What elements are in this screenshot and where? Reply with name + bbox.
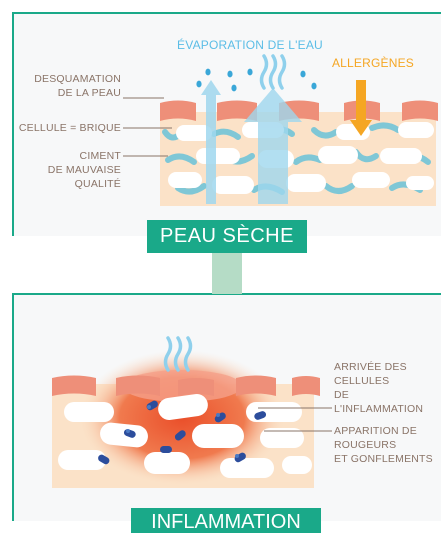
inflammation-diagram — [52, 338, 332, 488]
dry-skin-banner: PEAU SÈCHE — [147, 220, 307, 253]
allergens-label: ALLERGÈNES — [318, 56, 428, 70]
redness-swelling-label: APPARITION DE ROUGEURS ET GONFLEMENTS — [334, 424, 440, 466]
inflammation-cells-label: ARRIVÉE DES CELLULES DE L'INFLAMMATION — [334, 360, 440, 416]
desquamation-label: DESQUAMATION DE LA PEAU — [8, 72, 121, 100]
inflammation-banner: INFLAMMATION — [131, 508, 321, 533]
vapor-icon — [262, 56, 285, 88]
cell-brick-label: CELLULE = BRIQUE — [8, 121, 121, 135]
cement-label: CIMENT DE MAUVAISE QUALITÉ — [8, 149, 121, 191]
evaporation-label: ÉVAPORATION DE L'EAU — [150, 38, 350, 52]
dry-skin-diagram — [123, 56, 438, 206]
